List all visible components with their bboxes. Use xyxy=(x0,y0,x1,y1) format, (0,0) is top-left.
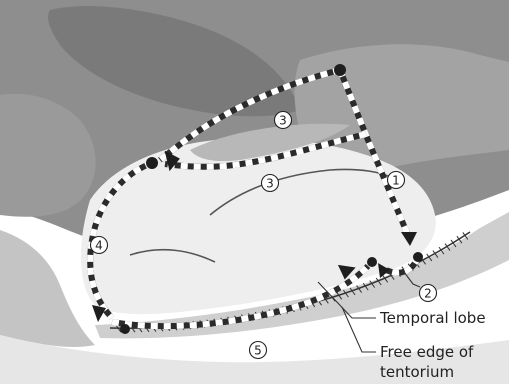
label-free-edge-line2: tentorium xyxy=(380,363,454,381)
step-number: 3 xyxy=(266,177,274,191)
step-marker-3-lower: 3 xyxy=(262,175,279,192)
label-free-edge-line1: Free edge of xyxy=(380,343,474,361)
node-mid-bottom xyxy=(367,257,377,267)
label-temporal-lobe: Temporal lobe xyxy=(379,309,486,327)
step-marker-2: 2 xyxy=(420,285,437,302)
node-bottom-left xyxy=(120,324,130,334)
node-top-right xyxy=(334,64,346,76)
step-number: 2 xyxy=(424,287,432,301)
step-marker-1: 1 xyxy=(388,172,405,189)
step-marker-3-upper: 3 xyxy=(275,112,292,129)
step-marker-4: 4 xyxy=(91,237,108,254)
node-bottom-right xyxy=(413,252,423,262)
step-marker-5: 5 xyxy=(250,342,267,359)
step-number: 3 xyxy=(279,114,287,128)
step-number: 5 xyxy=(254,344,262,358)
step-number: 4 xyxy=(95,239,103,253)
node-inner-left xyxy=(146,157,158,169)
step-number: 1 xyxy=(392,174,400,188)
